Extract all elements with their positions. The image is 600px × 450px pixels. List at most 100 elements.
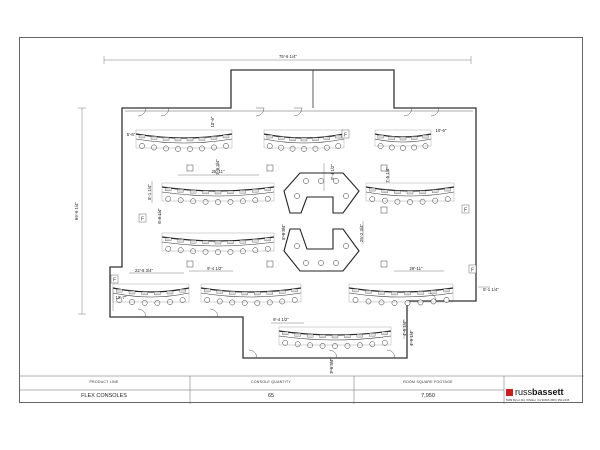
- chair: [177, 247, 184, 254]
- monitor: [241, 291, 248, 296]
- console-desk-edge: [365, 191, 455, 197]
- dimension-label: 5'-1 1/4": [483, 287, 499, 292]
- chair: [411, 144, 418, 151]
- chair: [407, 199, 413, 205]
- console-row: [374, 129, 432, 151]
- console-quantity-label: CONSOLE QUANTITY: [251, 380, 291, 384]
- floor-box: [380, 164, 388, 172]
- monitor: [378, 291, 385, 295]
- chair: [343, 243, 349, 249]
- monitor: [128, 290, 136, 295]
- chair: [294, 341, 301, 348]
- chair: [177, 197, 184, 204]
- chair: [289, 145, 296, 152]
- console-row: [365, 182, 455, 205]
- product-line-value: FLEX CONSOLES: [81, 393, 127, 399]
- room-tag: F: [471, 268, 474, 274]
- console-row: [200, 283, 302, 306]
- chair: [202, 198, 209, 205]
- monitor: [291, 288, 298, 293]
- logo-text: russbassett: [515, 387, 564, 397]
- chair: [343, 193, 349, 199]
- monitor: [344, 334, 351, 338]
- room-tag-box: [461, 204, 470, 214]
- monitor: [381, 331, 388, 335]
- chair: [291, 297, 298, 303]
- chair: [215, 249, 221, 255]
- monitor: [204, 288, 211, 293]
- monitor: [444, 187, 451, 192]
- console-desk: [263, 133, 345, 139]
- company-address: 8189 Byron Rd. Whittier, CA 90606 (800) …: [506, 397, 570, 402]
- chair: [240, 198, 246, 205]
- console-desk-edge: [348, 292, 454, 298]
- dimension-label: 25'-2 3/4": [359, 223, 364, 242]
- chair: [394, 198, 401, 205]
- cluster-bottom: [283, 228, 360, 272]
- monitor: [252, 239, 259, 243]
- monitor: [229, 291, 236, 295]
- dimension-label: 9'-4 1/2": [330, 164, 335, 180]
- chair: [240, 248, 246, 255]
- chair: [139, 143, 145, 149]
- chair: [165, 245, 172, 252]
- chair: [378, 299, 385, 306]
- dimension-label: 10'-6": [210, 116, 215, 127]
- console-desk: [135, 133, 233, 139]
- door-swing: [209, 308, 219, 318]
- chair: [229, 299, 236, 306]
- dimension-label: 4'-5 1/4": [402, 320, 407, 336]
- chair: [294, 193, 300, 199]
- monitor: [252, 189, 259, 193]
- console-row: [263, 129, 345, 152]
- chair: [252, 247, 259, 254]
- door-swing: [137, 107, 147, 117]
- monitor: [116, 289, 123, 293]
- monitor: [179, 289, 186, 293]
- monitor: [381, 189, 389, 193]
- chair: [163, 145, 169, 152]
- console-groups: [112, 129, 455, 349]
- chair: [444, 196, 451, 202]
- floor-box: [266, 164, 274, 172]
- console-footprint: [161, 182, 275, 202]
- monitor: [210, 136, 218, 140]
- chair: [307, 342, 313, 349]
- chair: [333, 260, 339, 266]
- dimension-label: 3'-6 3/4": [329, 358, 334, 374]
- dimension-label: 8'-6 3/4": [281, 224, 286, 240]
- chair: [254, 300, 261, 306]
- monitor: [356, 334, 364, 338]
- room-tag-box: [110, 274, 119, 284]
- monitor: [319, 334, 326, 338]
- chair: [333, 178, 339, 184]
- chair: [335, 143, 342, 149]
- monitor: [404, 291, 411, 296]
- chair: [215, 199, 221, 205]
- monitor: [369, 187, 376, 192]
- room-tag-box: [468, 264, 477, 274]
- monitor: [189, 190, 197, 194]
- monitor: [323, 136, 331, 140]
- cluster-top: [283, 172, 360, 214]
- dimension-label: 4'-5 1/4": [409, 330, 414, 346]
- monitor: [388, 136, 395, 140]
- console-row: [161, 232, 275, 255]
- console-desk-edge: [161, 191, 275, 197]
- console-footprint: [135, 129, 233, 149]
- monitor: [365, 290, 372, 294]
- monitor: [214, 190, 222, 195]
- monitor: [222, 134, 230, 139]
- room-tag: F: [141, 217, 144, 223]
- dimension-label: 3'-6 3/4": [215, 159, 220, 175]
- chair: [266, 299, 273, 306]
- chair: [432, 197, 438, 204]
- floor-box: [186, 260, 194, 268]
- outer-wall: [109, 69, 477, 359]
- chair: [227, 198, 234, 205]
- monitor: [377, 134, 384, 139]
- chair: [282, 339, 289, 346]
- center-cluster: [283, 172, 360, 272]
- chair: [211, 144, 217, 151]
- chair: [151, 144, 157, 151]
